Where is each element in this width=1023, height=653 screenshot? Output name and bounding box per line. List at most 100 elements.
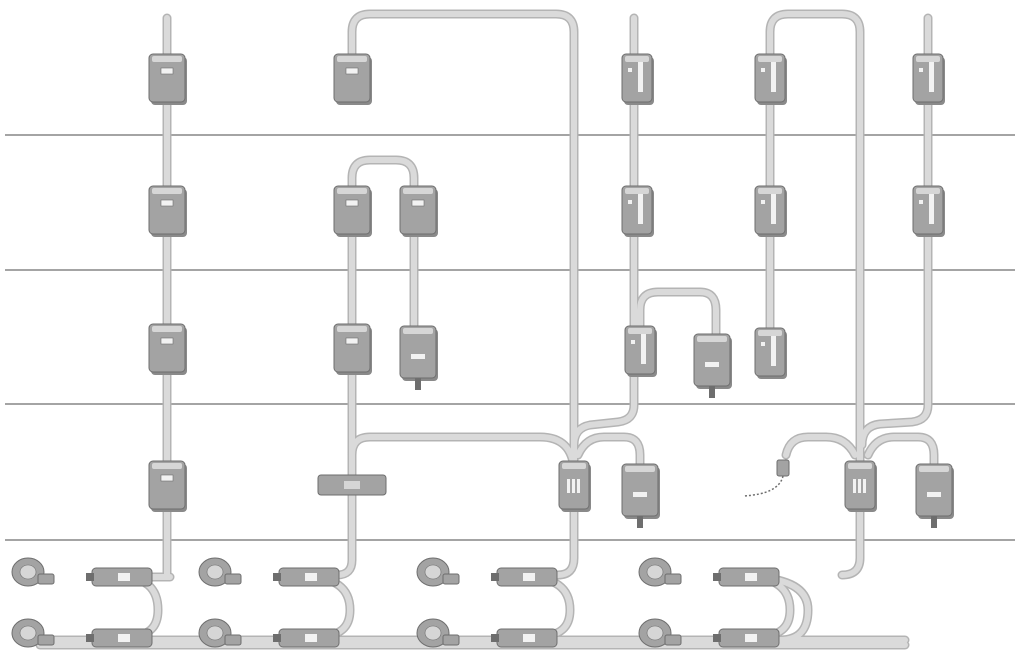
unit-body [148,185,186,235]
slim-unit-icon [624,325,657,377]
unit-indicator [628,68,632,72]
unit-top-highlight [916,188,940,194]
unit-body [912,53,944,103]
unit-display [160,474,174,482]
unit-grille [771,336,776,366]
outdoor-unit-icon [198,618,242,648]
unit-body [333,53,371,103]
unit-top-highlight [697,336,727,342]
unit-display [160,67,174,75]
unit-body [621,185,653,235]
floor-separators [5,134,1015,541]
unit-port [567,479,570,493]
unit-top-highlight [562,463,586,469]
pipe [349,11,577,483]
unit-stand [709,386,715,398]
pipe [859,15,931,448]
unit-display [345,199,359,207]
slim-unit-icon [754,53,787,105]
unit-grille [641,334,646,364]
joint-flange [713,634,721,642]
pipe-joint-icon [86,567,153,587]
pipe-joint-icon [86,628,153,648]
unit-body [148,53,186,103]
floor-unit-icon [915,463,954,528]
unit-indicator [761,68,765,72]
floor-unit-icon [693,333,732,398]
wall-hung-unit-icon [333,185,372,237]
unit-top-highlight [403,188,433,194]
indoor-units [148,53,954,528]
joint-label-plate [745,573,757,581]
outdoor-fan-hub [206,625,224,641]
unit-display [160,337,174,345]
unit-port [577,479,580,493]
outdoor-unit-icon [198,557,242,587]
slim-unit-icon [754,185,787,237]
pipe [575,434,643,483]
unit-body [912,185,944,235]
unit-top-highlight [152,188,182,194]
unit-body [148,460,186,510]
floor-unit-icon [399,325,438,390]
unit-body [621,53,653,103]
unit-top-highlight [152,326,182,332]
outdoor-units [11,557,780,648]
pipe-joint-icon [491,567,558,587]
unit-panel [344,481,360,489]
pipe [349,434,577,483]
unit-grille [638,62,643,92]
pipe-outline [569,355,639,450]
outdoor-base [664,573,682,585]
unit-body [754,185,786,235]
unit-top-highlight [403,328,433,334]
outdoor-base [664,634,682,646]
unit-top-highlight [337,326,367,332]
joint-flange [86,634,94,642]
outdoor-unit-icon [416,618,460,648]
wall-hung-unit-icon [333,53,372,105]
unit-display [705,362,719,367]
outdoor-unit-icon [638,618,682,648]
pipe [349,157,417,213]
pipe [555,477,577,578]
wall-hung-unit-icon [148,185,187,237]
unit-display [633,492,647,497]
joint-label-plate [118,634,130,642]
outdoor-fan-hub [424,564,442,580]
outdoor-fan-hub [19,625,37,641]
unit-display [411,199,425,207]
unit-grille [638,194,643,224]
joint-label-plate [523,573,535,581]
joint-label-plate [118,573,130,581]
unit-body [624,325,656,375]
slim-unit-icon [912,185,945,237]
unit-body [333,185,371,235]
unit-stand [637,516,643,528]
unit-display [345,67,359,75]
unit-display [411,354,425,359]
pipe-joint-icon [713,628,780,648]
pipe-outline [347,9,579,485]
unit-top-highlight [152,463,182,469]
pipe [571,357,637,448]
outdoor-unit-icon [11,557,55,587]
unit-top-highlight [625,466,655,472]
unit-body [754,53,786,103]
slim-unit-icon [621,53,654,105]
pipe-joint-icon [713,567,780,587]
pipe [767,11,863,483]
unit-grille [771,62,776,92]
pipe-joint-icon [273,567,340,587]
unit-display [160,199,174,207]
unit-top-highlight [625,56,649,62]
outdoor-unit-icon [11,618,55,648]
unit-top-highlight [758,330,782,336]
joint-label-plate [745,634,757,642]
unit-indicator [631,340,635,344]
unit-top-highlight [848,463,872,469]
unit-display [345,337,359,345]
unit-indicator [919,200,923,204]
unit-port [853,479,856,493]
